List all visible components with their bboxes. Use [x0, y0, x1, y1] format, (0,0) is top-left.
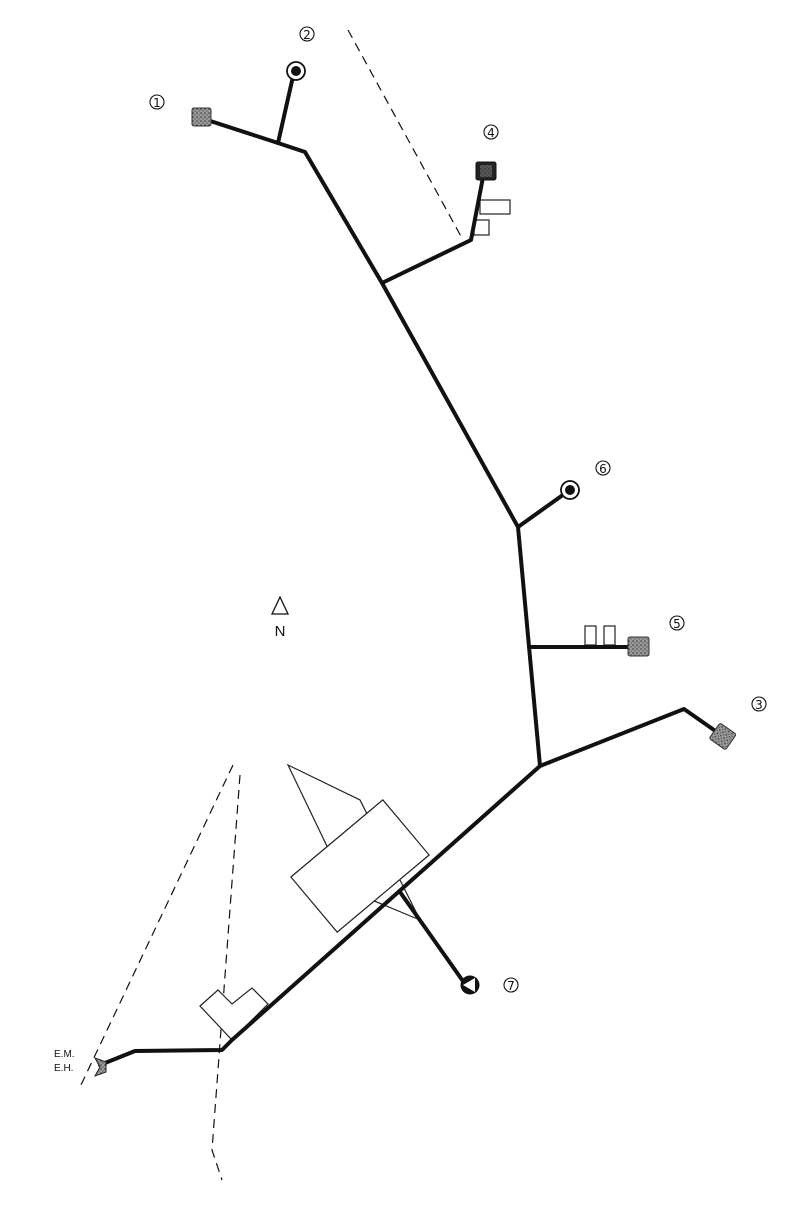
svg-text:7: 7 [507, 979, 515, 993]
dashed-boundary-southwest [79, 764, 234, 1088]
em-label: E.M. [54, 1049, 75, 1060]
eh-label: E.H. [54, 1063, 73, 1074]
ringed-dot-icon [286, 61, 306, 81]
north-arrow: N [270, 595, 290, 640]
marker-1-label: 1 [149, 94, 165, 110]
buildings-site-5 [584, 625, 616, 646]
marker-2-label: 2 [299, 26, 315, 42]
svg-text:6: 6 [599, 462, 607, 476]
marker-6-label: 6 [595, 460, 611, 476]
svg-text:2: 2 [303, 28, 311, 42]
stippled-square-icon [709, 723, 737, 750]
svg-text:5: 5 [673, 617, 681, 631]
stippled-square-icon [191, 107, 212, 127]
marker-3-label: 3 [751, 696, 767, 712]
em-eh-station-icon [93, 1057, 107, 1077]
svg-text:3: 3 [755, 698, 763, 712]
marker-5-label: 5 [669, 615, 685, 631]
dashed-boundary-south [211, 774, 241, 1181]
network-lines [98, 70, 726, 1067]
large-building [290, 799, 430, 933]
svg-text:1: 1 [153, 96, 161, 110]
ringed-dot-icon [560, 480, 580, 500]
l-shaped-building [199, 987, 269, 1041]
north-label: N [275, 623, 286, 640]
marker-7-label: 7 [503, 977, 519, 993]
svg-text:4: 4 [487, 126, 495, 140]
marker-4-label: 4 [483, 124, 499, 140]
dark-square-icon [480, 165, 492, 177]
buildings-site-4 [473, 199, 511, 236]
stippled-square-icon [627, 636, 650, 657]
triangle-circle-icon [460, 975, 480, 995]
dashed-boundary-north [347, 29, 464, 241]
